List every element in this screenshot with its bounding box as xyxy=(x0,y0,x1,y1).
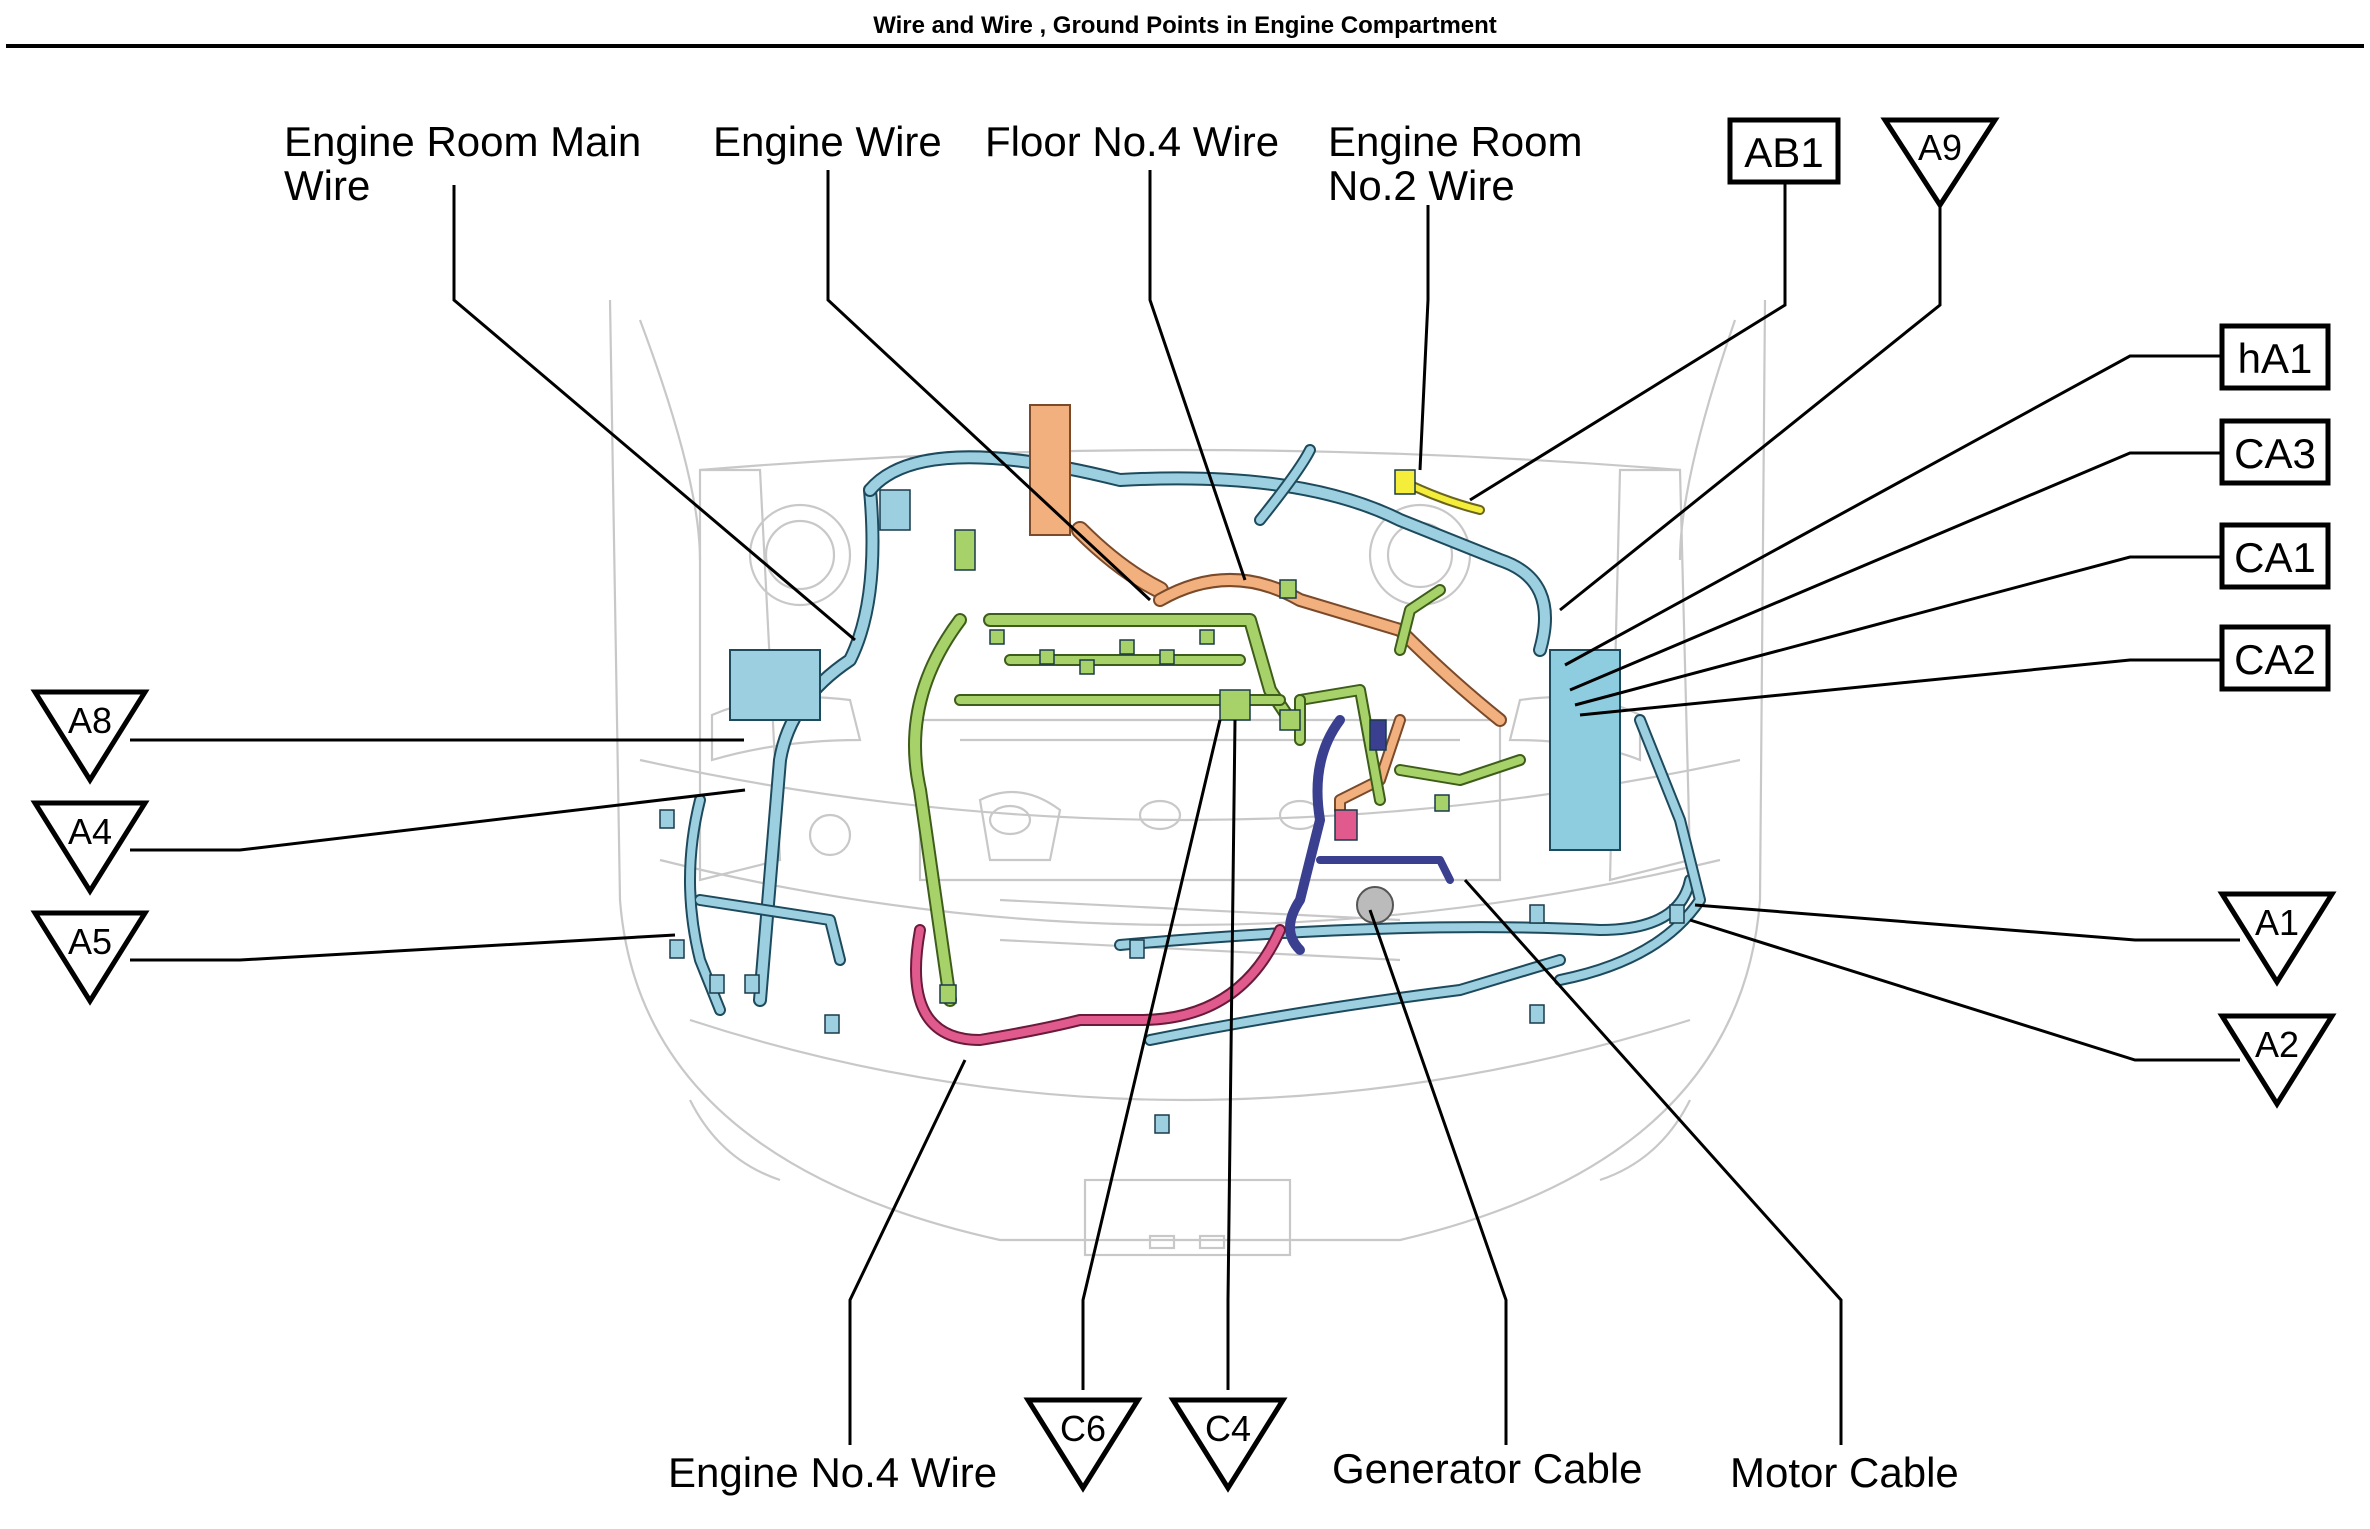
engine-room-main-wire xyxy=(659,444,1706,1134)
ground-point-a9: A9 xyxy=(1880,117,2000,210)
label-engine-wire: Engine Wire xyxy=(713,118,942,165)
motor-cable xyxy=(1285,715,1454,955)
ground-code: A1 xyxy=(2255,902,2299,943)
title-underline xyxy=(6,44,2364,48)
ground-point-a5: A5 xyxy=(30,910,150,1006)
ground-code: A9 xyxy=(1918,127,1962,168)
ground-point-a1: A1 xyxy=(2217,891,2337,987)
label-engine-no4-wire: Engine No.4 Wire xyxy=(668,1449,997,1496)
engine-room-no2-wire xyxy=(1394,469,1485,515)
connector-ca2: CA2 xyxy=(2219,624,2331,692)
ecu-box xyxy=(1549,649,1621,851)
ground-point-c4: C4 xyxy=(1168,1397,1288,1493)
car-body-outline xyxy=(608,299,1767,1257)
label-floor-no4-wire: Floor No.4 Wire xyxy=(985,118,1279,165)
connector-ha1: hA1 xyxy=(2219,323,2331,391)
ground-point-a4: A4 xyxy=(30,800,150,896)
connector-code: AB1 xyxy=(1744,129,1823,176)
ground-point-a8: A8 xyxy=(30,689,150,785)
connector-ca3: CA3 xyxy=(2219,418,2331,486)
floor-no4-wire xyxy=(1029,404,1507,816)
ground-code: A8 xyxy=(68,700,112,741)
label-motor-cable: Motor Cable xyxy=(1730,1449,1959,1496)
leader-lines xyxy=(130,170,2240,1445)
connector-code: CA3 xyxy=(2234,430,2316,477)
ground-code: A4 xyxy=(68,811,112,852)
label-engine-room-no2-wire-l2: No.2 Wire xyxy=(1328,162,1515,209)
label-engine-room-main-wire-l1: Engine Room Main xyxy=(284,118,641,165)
engine-no4-wire xyxy=(910,809,1358,1046)
label-engine-room-no2-wire-l1: Engine Room xyxy=(1328,118,1582,165)
ground-code: A5 xyxy=(68,921,112,962)
connector-code: CA2 xyxy=(2234,636,2316,683)
ground-code: A2 xyxy=(2255,1024,2299,1065)
label-generator-cable: Generator Cable xyxy=(1332,1445,1643,1492)
engine-wire xyxy=(908,529,1526,1007)
connector-code: CA1 xyxy=(2234,534,2316,581)
label-engine-room-main-wire-l2: Wire xyxy=(284,162,370,209)
page-title: Wire and Wire , Ground Points in Engine … xyxy=(873,12,1497,39)
connector-ca1: CA1 xyxy=(2219,522,2331,590)
ground-code: C4 xyxy=(1205,1408,1251,1449)
connector-ab1: AB1 xyxy=(1727,117,1841,185)
ground-point-c6: C6 xyxy=(1023,1397,1143,1493)
ground-point-a2: A2 xyxy=(2217,1013,2337,1109)
ground-code: C6 xyxy=(1060,1408,1106,1449)
connector-code: hA1 xyxy=(2238,335,2313,382)
generator xyxy=(1356,886,1394,924)
